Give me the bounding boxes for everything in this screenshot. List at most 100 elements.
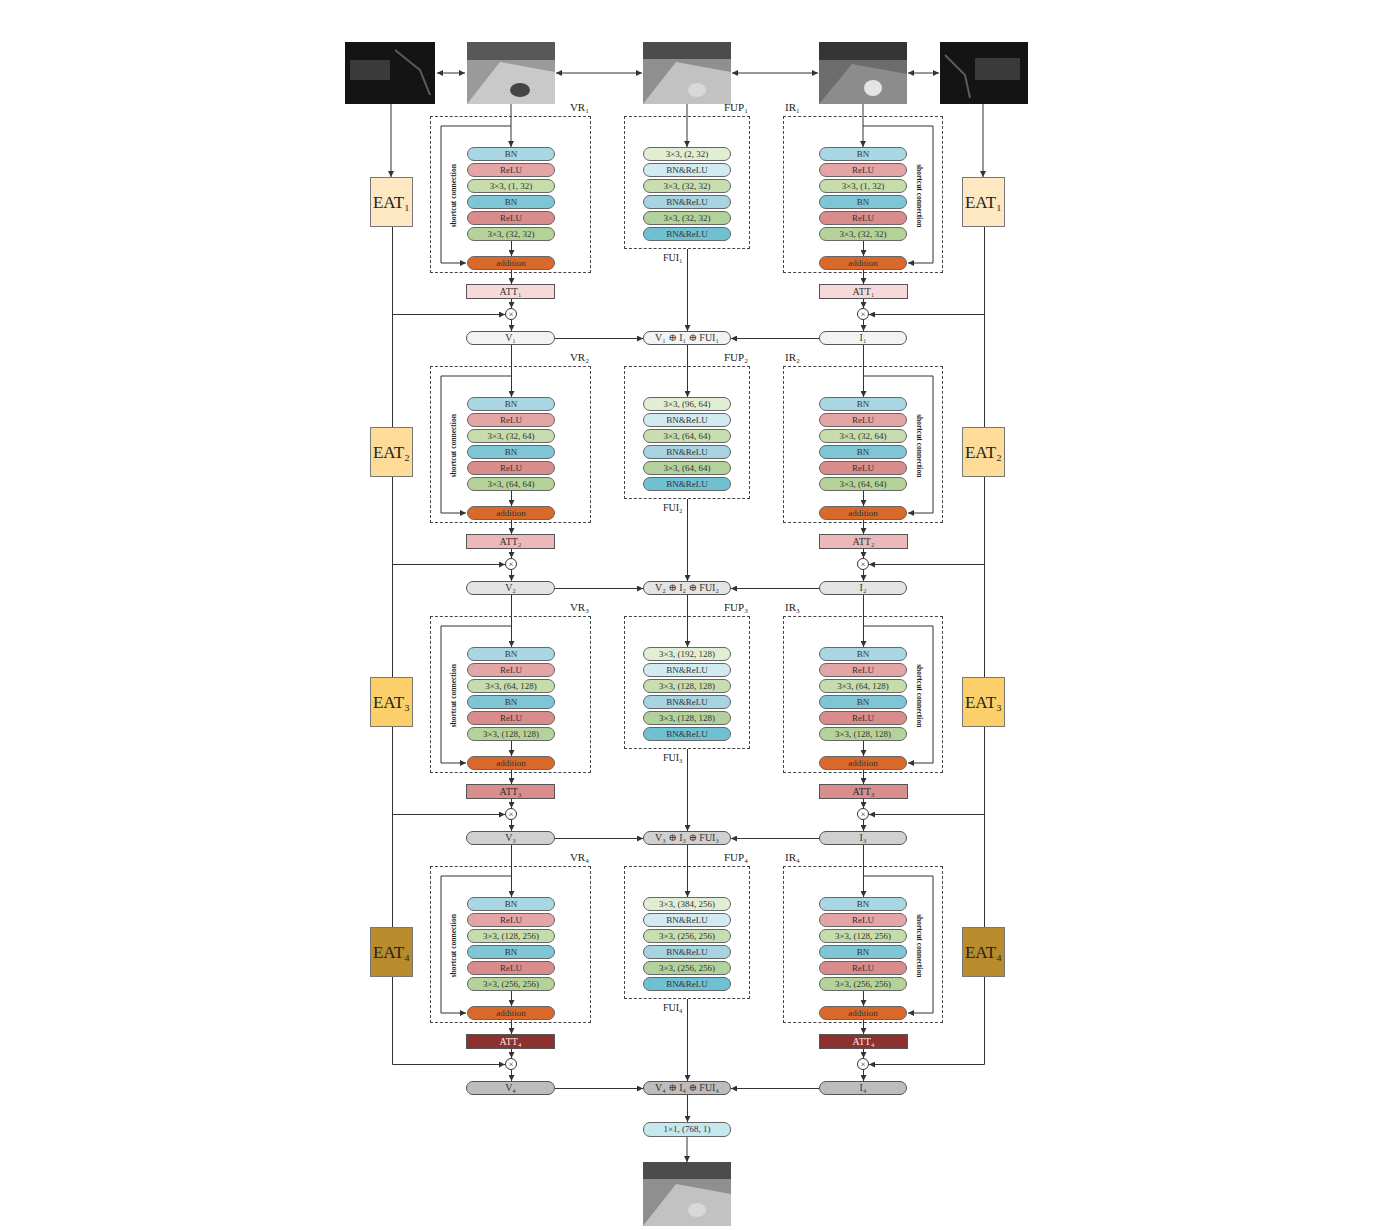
node-label: × <box>860 810 865 819</box>
layer-box: BN&ReLU <box>643 695 731 709</box>
node-label: ReLU <box>500 464 522 473</box>
layer-box: 3×3, (256, 256) <box>819 977 907 991</box>
input-arrow <box>983 104 984 177</box>
node-label: I₂ <box>860 583 867 593</box>
connector <box>687 845 688 897</box>
node-label: EAT₄ <box>965 944 1002 961</box>
node-label: 3×3, (192, 128) <box>659 650 715 659</box>
layer-box: BN&ReLU <box>643 913 731 927</box>
connector <box>511 741 512 756</box>
layer-box: BN <box>467 195 555 209</box>
layer-box: addition <box>819 506 907 520</box>
layer-box: BN <box>819 445 907 459</box>
layer-box: ReLU <box>467 961 555 975</box>
node-label: × <box>860 310 865 319</box>
infrared-image-shape <box>819 42 907 60</box>
connector <box>863 320 864 331</box>
eat-block: EAT₁ <box>370 177 413 227</box>
fused-image-shape <box>643 62 731 104</box>
layer-box: ReLU <box>819 461 907 475</box>
node-label: BN <box>505 448 518 457</box>
feature-node: I₂ <box>819 581 907 595</box>
output-image-shape <box>688 1203 706 1217</box>
node-label: BN <box>505 400 518 409</box>
group-heading: VR₁ <box>570 102 589 113</box>
eat-block: EAT₃ <box>370 677 413 727</box>
node-label: I₁ <box>860 333 867 343</box>
multiply-node: × <box>505 808 517 820</box>
fused-image <box>643 42 731 104</box>
feature-node: V₃ <box>466 831 555 845</box>
multiply-node: × <box>505 558 517 570</box>
node-label: BN <box>505 150 518 159</box>
node-label: 3×3, (96, 64) <box>663 400 710 409</box>
attention-box: ATT₃ <box>819 784 908 799</box>
node-label: ATT₃ <box>853 787 875 797</box>
connector <box>863 741 864 756</box>
node-label: BN&ReLU <box>666 948 708 957</box>
edge-label: FUI₄ <box>662 1003 684 1013</box>
layer-box: addition <box>819 1006 907 1020</box>
node-label: V₃ <box>505 833 516 843</box>
shortcut-label: shortcut connection <box>916 164 924 227</box>
connector <box>863 1070 864 1081</box>
layer-box: 3×3, (256, 256) <box>643 929 731 943</box>
layer-box: 3×3, (32, 32) <box>467 227 555 241</box>
node-label: 3×3, (64, 128) <box>485 682 537 691</box>
eat-block: EAT₂ <box>370 427 413 477</box>
group-heading: IR₄ <box>785 852 800 863</box>
node-label: 3×3, (128, 128) <box>659 682 715 691</box>
node-label: 3×3, (32, 32) <box>663 182 710 191</box>
node-label: 3×3, (32, 64) <box>839 432 886 441</box>
layer-box: 3×3, (32, 64) <box>819 429 907 443</box>
node-label: I₃ <box>860 833 867 843</box>
fusion-group: FUP₂3×3, (96, 64)BN&ReLU3×3, (64, 64)BN&… <box>624 366 750 499</box>
connector <box>863 595 864 647</box>
connector <box>863 820 864 831</box>
node-label: EAT₁ <box>373 194 410 211</box>
multiply-node: × <box>505 1058 517 1070</box>
connector <box>687 749 688 831</box>
connector <box>511 549 512 558</box>
node-label: V₃ ⊕ I₃ ⊕ FUI₃ <box>655 833 719 843</box>
layer-box: 3×3, (384, 256) <box>643 897 731 911</box>
connector <box>731 1088 819 1089</box>
connector <box>511 299 512 308</box>
output-image <box>643 1162 731 1226</box>
node-label: BN <box>505 698 518 707</box>
layer-box: 3×3, (128, 256) <box>819 929 907 943</box>
node-label: ReLU <box>852 964 874 973</box>
layer-box: ReLU <box>819 913 907 927</box>
node-label: 3×3, (256, 256) <box>483 980 539 989</box>
shortcut-label: shortcut connection <box>916 664 924 727</box>
node-label: EAT₄ <box>373 944 410 961</box>
visible-image-shape <box>467 62 555 104</box>
node-label: BN <box>857 150 870 159</box>
fusion-group: FUP₁3×3, (2, 32)BN&ReLU3×3, (32, 32)BN&R… <box>624 116 750 249</box>
shortcut-label: shortcut connection <box>916 414 924 477</box>
feature-node: I₄ <box>819 1081 907 1095</box>
shortcut-label: shortcut connection <box>450 914 458 977</box>
edge-image-shape <box>395 50 430 95</box>
attention-box: ATT₂ <box>466 534 555 549</box>
connector <box>687 595 688 647</box>
node-label: BN <box>505 948 518 957</box>
shortcut-label: shortcut connection <box>450 414 458 477</box>
connector <box>511 320 512 331</box>
node-label: 3×3, (32, 32) <box>663 214 710 223</box>
layer-box: BN <box>467 147 555 161</box>
connector <box>984 727 985 927</box>
concat-node: V₄ ⊕ I₄ ⊕ FUI₄ <box>643 1081 731 1095</box>
node-label: × <box>860 1060 865 1069</box>
layer-box: ReLU <box>819 211 907 225</box>
group-heading: FUP₁ <box>724 102 748 113</box>
concat-node: V₃ ⊕ I₃ ⊕ FUI₃ <box>643 831 731 845</box>
node-label: 3×3, (1, 32) <box>490 182 533 191</box>
node-label: 3×3, (64, 64) <box>487 480 534 489</box>
node-label: BN&ReLU <box>666 416 708 425</box>
connector <box>511 799 512 808</box>
edge-label: FUI₂ <box>662 503 684 513</box>
multiply-node: × <box>505 308 517 320</box>
eat-block: EAT₄ <box>962 927 1005 977</box>
